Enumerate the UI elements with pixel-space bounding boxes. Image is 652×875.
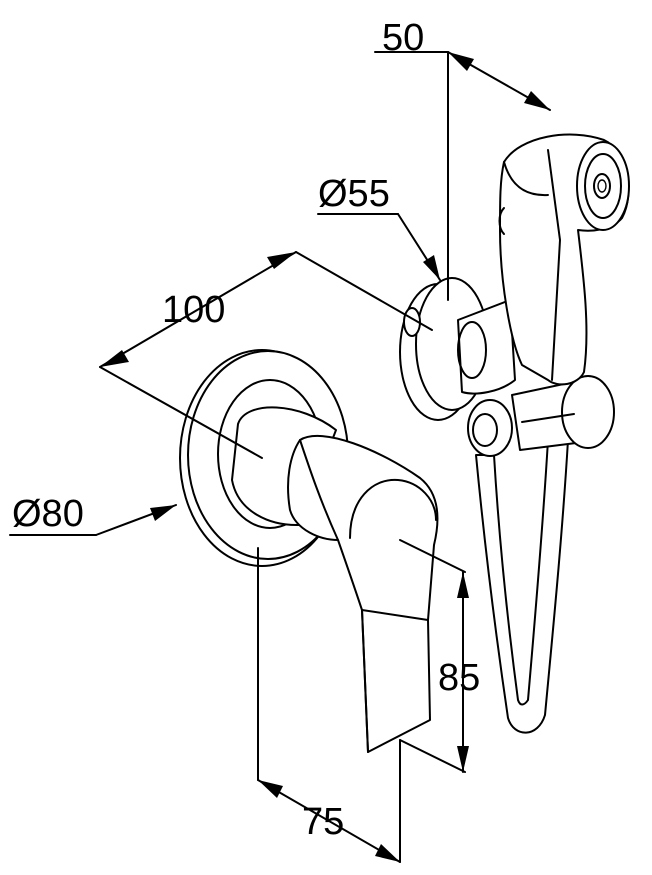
dim-75-lines (257, 547, 401, 863)
outlet-rosette (399, 277, 516, 421)
shower-hose (475, 439, 569, 734)
handshower-holder (467, 375, 615, 457)
dim-label-85: 85 (438, 657, 480, 699)
dim-label-80: Ø80 (12, 493, 84, 535)
handshower (498, 133, 630, 386)
dim-100-lines (99, 251, 433, 459)
dim-55-lines (317, 213, 441, 281)
dim-label-50: 50 (382, 17, 424, 59)
dim-50-lines (374, 51, 551, 301)
dim-label-55: Ø55 (318, 173, 390, 215)
dim-label-100: 100 (162, 289, 225, 331)
dim-label-75: 75 (302, 801, 344, 843)
mixer-lever (231, 406, 439, 753)
dim-85-lines (399, 539, 469, 773)
dim-80-lines (9, 504, 177, 536)
